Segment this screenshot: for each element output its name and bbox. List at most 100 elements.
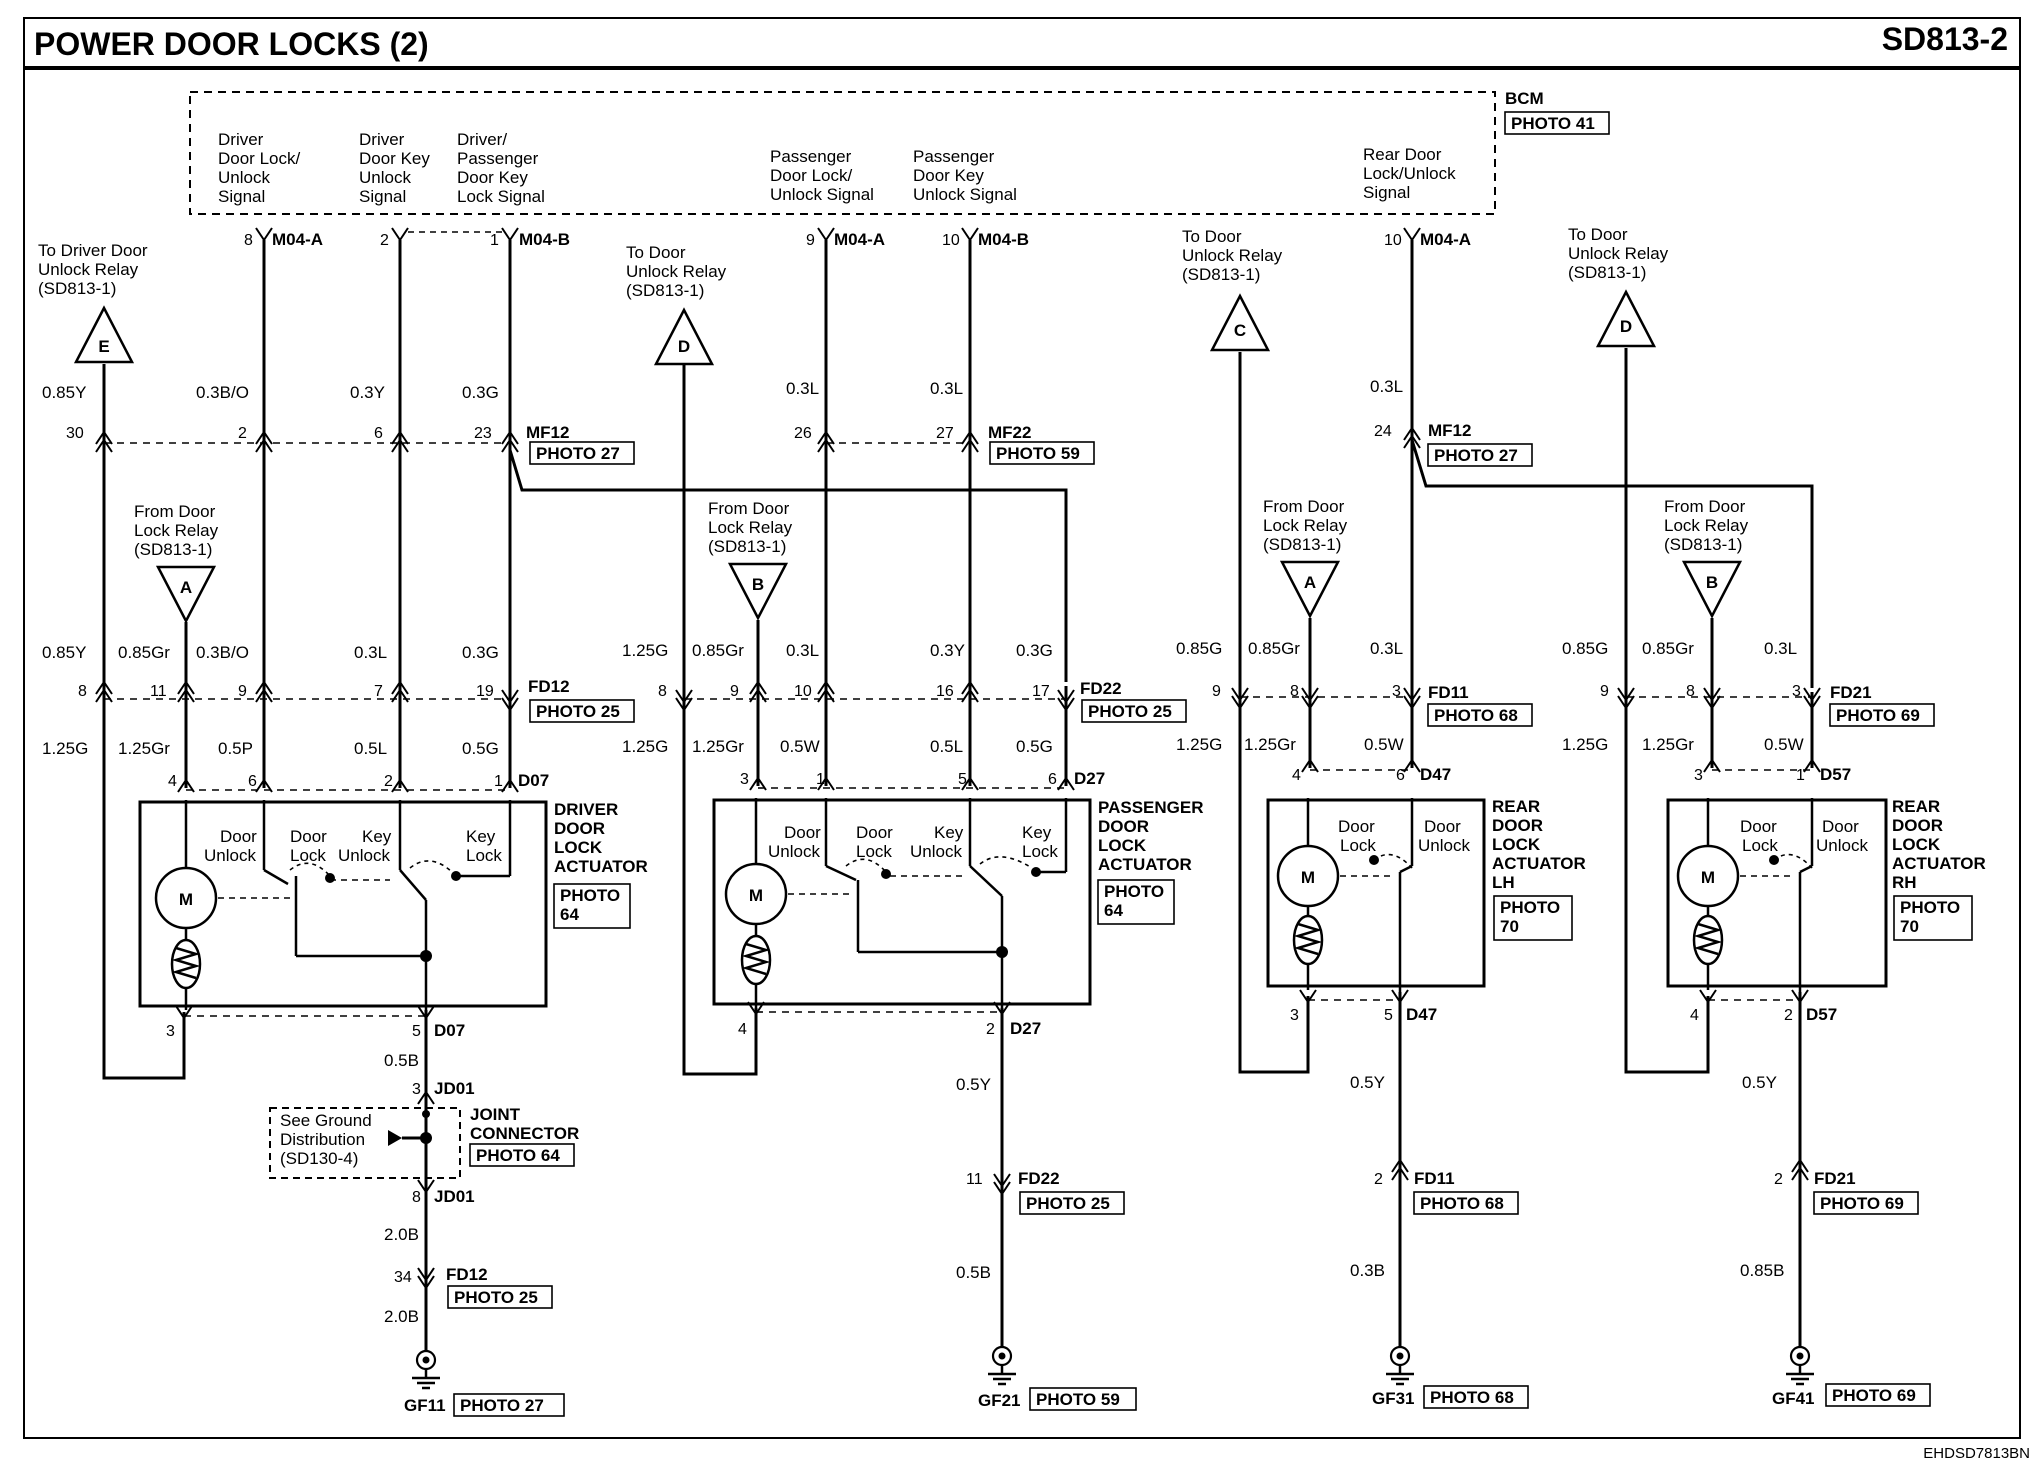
svg-text:0.5Y: 0.5Y — [1742, 1073, 1777, 1092]
svg-text:9: 9 — [1600, 683, 1609, 700]
svg-text:8: 8 — [658, 683, 667, 700]
ground-gf21: GF21 PHOTO 59 — [978, 1345, 1137, 1411]
svg-text:0.85G: 0.85G — [1176, 639, 1222, 658]
pin-numbers: 30 2 6 23 26 27 24 8 11 9 7 19 8 9 10 16… — [66, 423, 1805, 1286]
ground-gf11: GF11 PHOTO 27 — [404, 1349, 565, 1417]
connector-m04a: M04-A — [1420, 230, 1471, 249]
svg-text:26: 26 — [794, 425, 812, 442]
svg-text:0.3G: 0.3G — [462, 643, 499, 662]
diagram-frame — [23, 17, 2021, 1439]
svg-text:PHOTO 69: PHOTO 69 — [1820, 1194, 1904, 1213]
svg-text:2.0B: 2.0B — [384, 1307, 419, 1326]
svg-text:0.5P: 0.5P — [218, 739, 253, 758]
svg-text:PHOTO 64: PHOTO 64 — [476, 1146, 560, 1165]
svg-text:GF31: GF31 — [1372, 1389, 1415, 1408]
svg-text:FD22: FD22 — [1080, 679, 1122, 698]
svg-text:PHOTO 25: PHOTO 25 — [536, 702, 620, 721]
svg-text:6: 6 — [248, 773, 257, 790]
svg-text:30: 30 — [66, 425, 84, 442]
svg-text:JD01: JD01 — [434, 1079, 475, 1098]
svg-text:2: 2 — [1774, 1171, 1783, 1188]
svg-text:0.5G: 0.5G — [462, 739, 499, 758]
svg-text:5: 5 — [958, 771, 967, 788]
svg-text:2: 2 — [238, 425, 247, 442]
svg-text:M: M — [749, 886, 763, 905]
svg-text:10: 10 — [794, 683, 812, 700]
svg-text:0.5B: 0.5B — [956, 1263, 991, 1282]
svg-text:11: 11 — [966, 1171, 983, 1188]
svg-text:GF11: GF11 — [404, 1396, 446, 1415]
svg-text:FD22: FD22 — [1018, 1169, 1060, 1188]
svg-text:17: 17 — [1032, 683, 1050, 700]
svg-text:9: 9 — [238, 683, 247, 700]
svg-text:MF12: MF12 — [1428, 421, 1471, 440]
svg-text:MF12: MF12 — [526, 423, 569, 442]
svg-text:3: 3 — [1290, 1007, 1299, 1024]
svg-text:2: 2 — [380, 232, 389, 249]
svg-text:FD12: FD12 — [446, 1265, 488, 1284]
svg-text:6: 6 — [1396, 767, 1405, 784]
svg-text:0.3L: 0.3L — [786, 641, 819, 660]
svg-text:D07: D07 — [434, 1021, 465, 1040]
svg-text:2: 2 — [1784, 1007, 1793, 1024]
svg-text:1.25Gr: 1.25Gr — [1244, 735, 1296, 754]
svg-text:24: 24 — [1374, 423, 1392, 440]
svg-text:0.5L: 0.5L — [354, 739, 387, 758]
svg-text:2: 2 — [986, 1021, 995, 1038]
svg-text:PHOTO 27: PHOTO 27 — [536, 444, 620, 463]
svg-text:3: 3 — [1694, 767, 1703, 784]
svg-text:0.85Y: 0.85Y — [42, 643, 86, 662]
bcm-photo: PHOTO 41 — [1511, 114, 1595, 133]
svg-text:M: M — [179, 890, 193, 909]
svg-text:PHOTO 27: PHOTO 27 — [460, 1396, 544, 1415]
svg-text:PHOTO 68: PHOTO 68 — [1434, 706, 1518, 725]
connector-m04b: M04-B — [978, 230, 1029, 249]
svg-text:PHOTO 27: PHOTO 27 — [1434, 446, 1518, 465]
svg-text:0.5G: 0.5G — [1016, 737, 1053, 756]
svg-text:8: 8 — [78, 683, 87, 700]
svg-text:D: D — [1620, 317, 1632, 336]
svg-text:1.25G: 1.25G — [42, 739, 88, 758]
svg-text:1.25Gr: 1.25Gr — [1642, 735, 1694, 754]
svg-text:1.25G: 1.25G — [1176, 735, 1222, 754]
svg-text:0.3G: 0.3G — [1016, 641, 1053, 660]
svg-text:34: 34 — [394, 1269, 412, 1286]
svg-text:3: 3 — [1792, 683, 1801, 700]
svg-text:0.3L: 0.3L — [1370, 639, 1403, 658]
svg-text:4: 4 — [1690, 1007, 1699, 1024]
svg-text:3: 3 — [412, 1081, 421, 1098]
svg-text:0.5B: 0.5B — [384, 1051, 419, 1070]
svg-text:4: 4 — [1292, 767, 1301, 784]
svg-text:0.3Y: 0.3Y — [350, 383, 385, 402]
svg-text:9: 9 — [806, 232, 815, 249]
wire-network — [102, 240, 1814, 1350]
svg-text:10: 10 — [942, 232, 960, 249]
svg-text:PHOTO 59: PHOTO 59 — [1036, 1390, 1120, 1409]
svg-text:1.25G: 1.25G — [1562, 735, 1608, 754]
svg-text:0.5W: 0.5W — [1364, 735, 1404, 754]
svg-text:6: 6 — [374, 425, 383, 442]
svg-text:5: 5 — [412, 1023, 421, 1040]
